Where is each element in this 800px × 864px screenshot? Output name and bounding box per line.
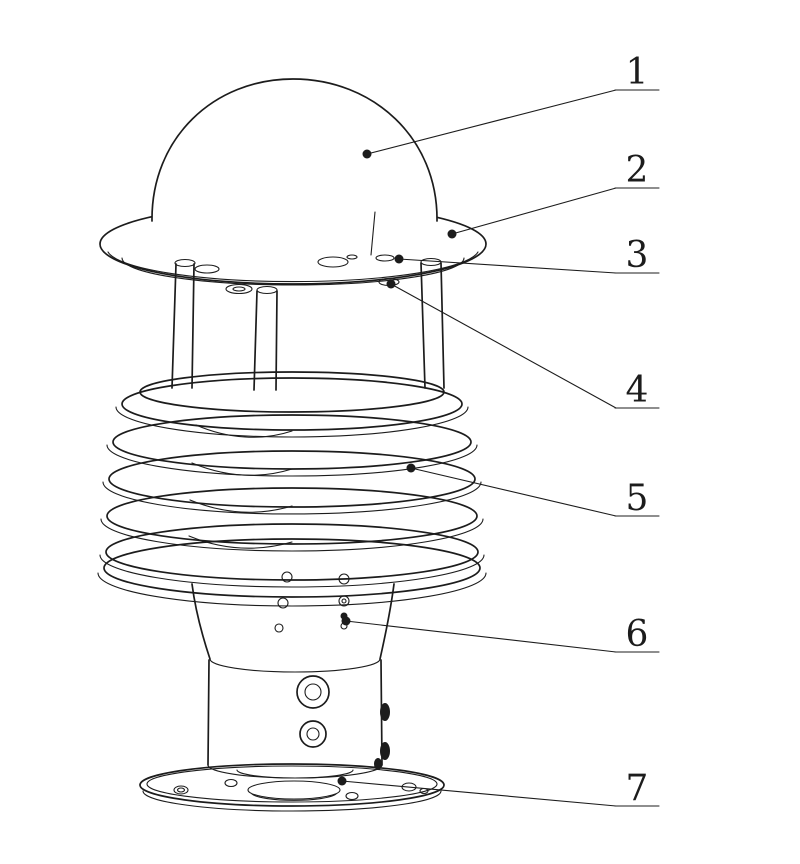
louver-skirt — [102, 481, 482, 515]
screw-hole — [281, 571, 293, 583]
sensor-opening — [317, 256, 349, 268]
dome-seam-line — [370, 211, 376, 256]
sensor-opening — [225, 283, 253, 295]
post-middle — [253, 290, 278, 391]
callout-label: 6 — [626, 614, 649, 655]
side-connector — [380, 742, 390, 760]
screw-hole — [338, 573, 350, 585]
connector-port — [296, 675, 330, 709]
base-stem-edge — [236, 769, 354, 779]
neck-section — [191, 571, 395, 673]
mount-hole — [176, 787, 186, 793]
leader-line — [366, 89, 617, 155]
screw-hole — [338, 595, 350, 607]
drawing-root: 1 2 3 4 5 — [97, 52, 660, 812]
base-center-hole — [247, 780, 341, 800]
neck-right-edge — [379, 583, 395, 660]
louver-plate — [108, 450, 476, 508]
base-top-surface — [146, 765, 438, 803]
ring-underside-edge — [107, 251, 479, 283]
connector-port-inner — [306, 727, 320, 741]
louver-plate — [106, 487, 478, 545]
callout-label: 7 — [626, 768, 649, 809]
screw-hole — [274, 623, 284, 633]
mount-hole — [345, 791, 359, 801]
stack-base-rim — [97, 572, 487, 607]
callout-2: 2 — [447, 150, 660, 239]
louver-shadow — [189, 499, 293, 513]
mount-hole — [173, 785, 189, 795]
louver-shadow-lines — [188, 424, 293, 549]
louver-shadow — [188, 535, 293, 549]
neck-screws — [274, 571, 350, 633]
louver-skirt — [115, 406, 469, 438]
stack-base-plate — [103, 538, 481, 598]
louver-shadow — [195, 424, 293, 438]
side-connector — [380, 703, 390, 721]
callout-7: 7 — [337, 768, 660, 809]
neck-left-edge — [191, 583, 211, 660]
leader-line — [398, 258, 617, 274]
post-right — [420, 262, 445, 389]
louver-plate — [105, 523, 479, 581]
connector-port — [299, 720, 327, 748]
callout-3: 3 — [394, 235, 660, 276]
callout-dot — [394, 254, 404, 264]
louver-skirt — [100, 518, 484, 552]
base-mount-holes — [173, 778, 429, 801]
base-rim-edge — [142, 790, 442, 812]
neck-bottom-edge — [209, 658, 381, 673]
body-section — [207, 659, 390, 779]
dome-cover — [151, 78, 438, 222]
callout-5: 5 — [406, 463, 660, 519]
leader-line — [410, 467, 617, 517]
callout-label: 3 — [626, 235, 649, 276]
post-left-top — [174, 258, 196, 268]
post-left — [171, 263, 195, 389]
louver-stack — [97, 371, 487, 607]
body-left-edge — [207, 659, 210, 766]
callout-dot — [341, 616, 351, 626]
louver-skirt — [106, 444, 478, 477]
callout-1: 1 — [362, 52, 660, 159]
leader-line — [341, 780, 617, 807]
screw-hole — [341, 598, 347, 604]
callout-dot — [406, 463, 416, 473]
post-middle-top — [256, 285, 278, 295]
callout-label: 2 — [626, 150, 649, 191]
support-posts — [171, 257, 445, 391]
sensor-opening — [346, 254, 358, 260]
callout-6: 6 — [341, 614, 660, 655]
callout-4: 4 — [386, 279, 660, 411]
sensor-opening — [194, 264, 220, 274]
leader-line — [390, 283, 617, 409]
leader-line — [451, 187, 617, 235]
underside-sensors — [194, 254, 400, 295]
louver-shadow — [191, 462, 293, 476]
sensor-opening — [375, 254, 395, 262]
mount-hole — [224, 778, 238, 788]
louver-plate — [112, 414, 472, 470]
base-disc — [139, 763, 445, 807]
callout-label: 5 — [626, 478, 649, 519]
callout-dot — [337, 776, 347, 786]
louver-plate — [121, 377, 463, 431]
callout-dot — [362, 149, 372, 159]
sensor-opening — [232, 286, 246, 292]
callout-dot — [386, 279, 396, 289]
ring-plate-edge — [121, 257, 465, 286]
screw-hole — [277, 597, 289, 609]
louver-skirt — [99, 554, 485, 588]
connector-port-inner — [304, 683, 322, 701]
callout-label: 1 — [626, 52, 649, 93]
callout-label: 4 — [626, 370, 649, 411]
base-flange — [139, 763, 445, 812]
leader-line — [345, 620, 617, 653]
base-center-hole-depth — [251, 793, 337, 801]
callout-dot — [447, 229, 457, 239]
